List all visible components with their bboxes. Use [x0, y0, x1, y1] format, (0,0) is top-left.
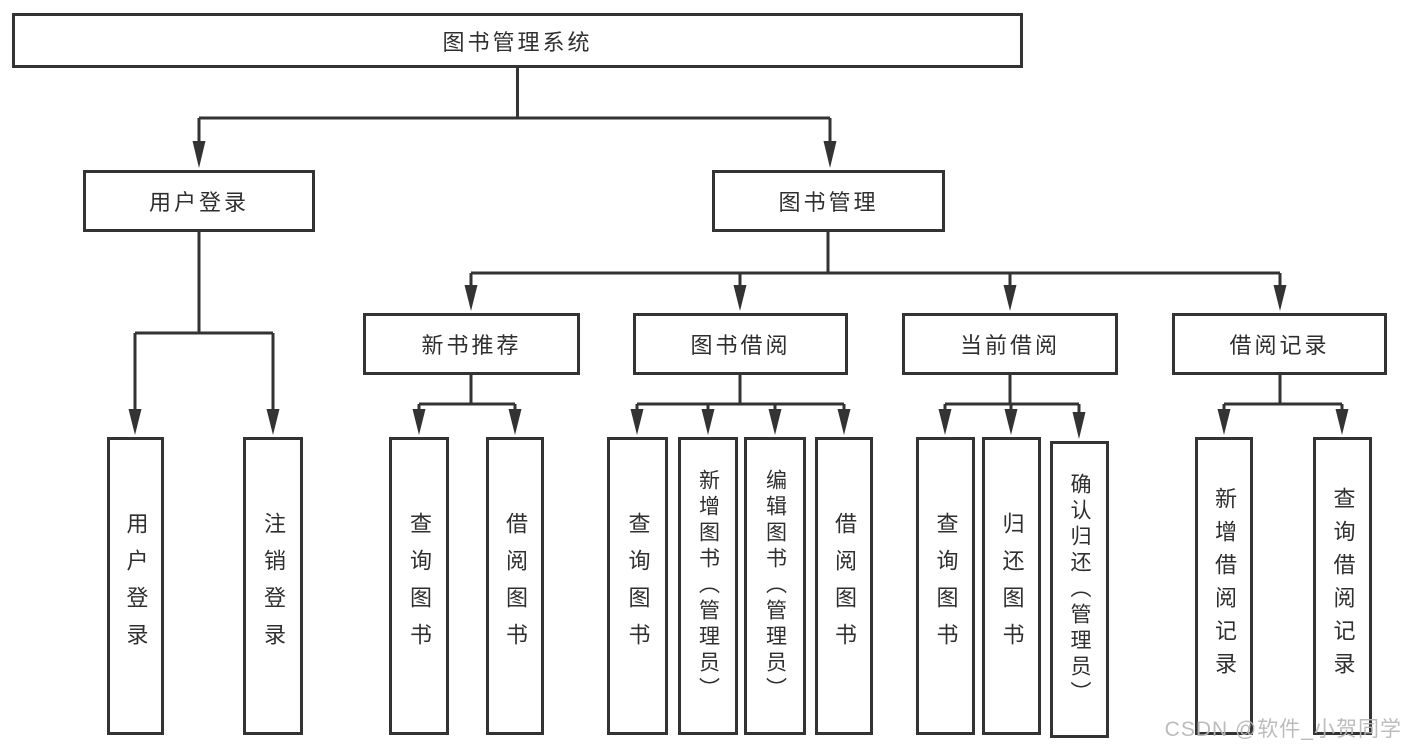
node-leaf-query-books-2: 查询图书 — [607, 437, 668, 735]
connector-new-book-recommend-children — [412, 375, 522, 435]
connector-book-management-children — [464, 232, 1287, 311]
node-leaf-query-books-3: 查询图书 — [916, 437, 975, 735]
watermark: CSDN @软件_小贺同学 — [1164, 718, 1402, 741]
node-leaf-add-book-admin: 新增图书（管理员） — [678, 437, 738, 735]
node-leaf-return-books: 归还图书 — [982, 437, 1041, 735]
node-borrow-records: 借阅记录 — [1172, 313, 1387, 375]
connector-root-to-level2 — [192, 68, 837, 168]
connector-current-borrow-children — [938, 375, 1086, 439]
connector-user-login-children — [128, 232, 280, 435]
connector-borrow-records-children — [1217, 375, 1349, 435]
node-root-system: 图书管理系统 — [12, 13, 1023, 68]
node-leaf-confirm-return-admin: 确认归还（管理员） — [1050, 441, 1109, 738]
node-leaf-logout: 注销登录 — [243, 437, 303, 735]
node-current-borrow: 当前借阅 — [902, 313, 1118, 375]
node-user-login: 用户登录 — [83, 170, 315, 232]
node-leaf-query-borrow-record: 查询借阅记录 — [1313, 437, 1372, 735]
connector-book-borrow-children — [630, 375, 851, 435]
node-book-borrow: 图书借阅 — [633, 313, 848, 375]
node-leaf-borrow-books-2: 借阅图书 — [815, 437, 873, 735]
node-new-book-recommend: 新书推荐 — [363, 313, 580, 375]
node-book-management: 图书管理 — [712, 170, 945, 232]
node-leaf-edit-book-admin: 编辑图书（管理员） — [744, 437, 806, 735]
node-leaf-add-borrow-record: 新增借阅记录 — [1195, 437, 1253, 735]
node-leaf-borrow-books-1: 借阅图书 — [486, 437, 544, 735]
node-leaf-query-books-1: 查询图书 — [389, 437, 449, 735]
node-leaf-user-login: 用户登录 — [107, 437, 164, 735]
